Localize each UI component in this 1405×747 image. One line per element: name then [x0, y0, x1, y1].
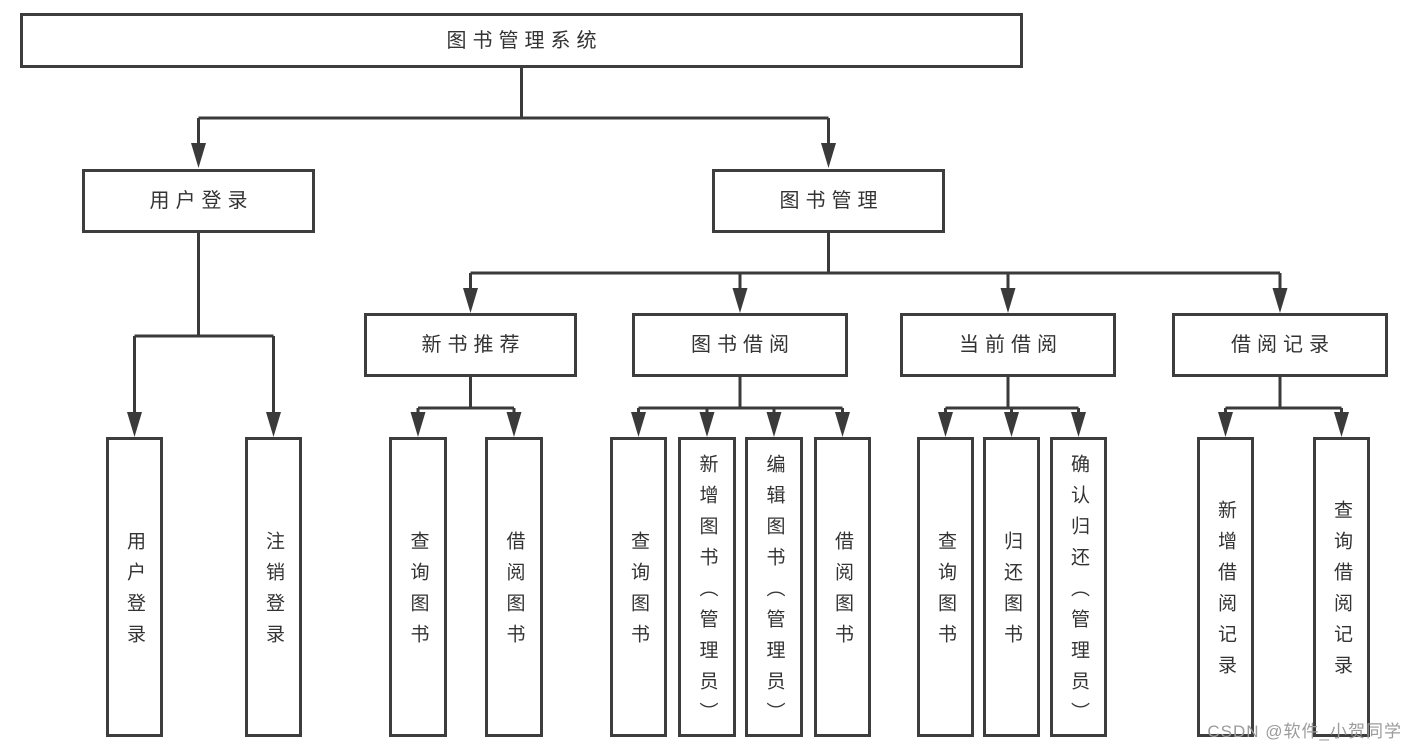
- arrowhead-icon: [631, 412, 646, 437]
- node-label: 用户登录: [149, 190, 254, 212]
- leaf-newbook-query-books: 查询图书: [389, 437, 447, 737]
- node-book-management: 图书管理: [712, 169, 945, 233]
- arrowhead-icon: [699, 412, 715, 437]
- arrowhead-icon: [410, 412, 426, 437]
- arrowhead-icon: [1071, 412, 1086, 437]
- node-library-management-system: 图书管理系统: [20, 13, 1023, 68]
- node-label: 查询借阅记录: [1331, 500, 1352, 686]
- node-user-login: 用户登录: [82, 169, 315, 233]
- arrowhead-icon: [821, 143, 836, 168]
- node-label: 借阅图书: [503, 531, 525, 655]
- node-label: 注销登录: [263, 531, 284, 655]
- node-label: 新增图书（管理员）: [696, 453, 718, 733]
- arrowhead-icon: [835, 412, 850, 437]
- leaf-borrow-borrow-books: 借阅图书: [814, 437, 871, 737]
- node-label: 借阅图书: [832, 531, 853, 655]
- node-book-borrowing: 图书借阅: [632, 313, 848, 377]
- node-label: 新增借阅记录: [1215, 500, 1236, 686]
- leaf-logout: 注销登录: [245, 437, 302, 737]
- leaf-current-confirm-return-admin: 确认归还（管理员）: [1050, 437, 1107, 737]
- node-label: 归还图书: [1001, 531, 1022, 655]
- arrowhead-icon: [191, 143, 206, 168]
- leaf-borrow-query-books: 查询图书: [610, 437, 667, 737]
- node-label: 查询图书: [407, 531, 429, 655]
- connector-new-book-branch: [410, 377, 522, 437]
- leaf-borrow-edit-books-admin: 编辑图书（管理员）: [745, 437, 803, 737]
- leaf-current-return-books: 归还图书: [983, 437, 1040, 737]
- connector-current-borrowing-branch: [938, 377, 1086, 437]
- arrowhead-icon: [127, 412, 142, 437]
- node-label: 当前借阅: [959, 334, 1063, 356]
- leaf-records-query-record: 查询借阅记录: [1313, 437, 1370, 737]
- arrowhead-icon: [732, 288, 748, 313]
- node-label: 用户登录: [124, 531, 145, 655]
- node-label: 借阅记录: [1231, 334, 1335, 356]
- arrowhead-icon: [1004, 412, 1019, 437]
- node-borrowing-records: 借阅记录: [1172, 313, 1388, 377]
- arrowhead-icon: [1000, 288, 1016, 313]
- arrowhead-icon: [266, 412, 281, 437]
- node-label: 图书管理: [779, 190, 884, 212]
- connector-root-branch: [191, 68, 836, 168]
- node-label: 查询图书: [935, 531, 956, 655]
- node-current-borrowing: 当前借阅: [900, 313, 1116, 377]
- connector-user-login-branch: [127, 233, 281, 437]
- leaf-newbook-borrow-books: 借阅图书: [485, 437, 543, 737]
- node-new-book-recommend: 新书推荐: [364, 313, 577, 377]
- node-label: 编辑图书（管理员）: [763, 453, 785, 733]
- node-label: 确认归还（管理员）: [1068, 453, 1089, 733]
- leaf-current-query-books: 查询图书: [917, 437, 974, 737]
- arrowhead-icon: [938, 412, 953, 437]
- arrowhead-icon: [463, 288, 478, 313]
- arrowhead-icon: [1334, 412, 1349, 437]
- arrowhead-icon: [766, 412, 782, 437]
- watermark: CSDN @软件_小贺同学: [1207, 722, 1402, 741]
- node-label: 新书推荐: [421, 334, 526, 356]
- leaf-records-add-record: 新增借阅记录: [1197, 437, 1254, 737]
- node-label: 查询图书: [628, 531, 649, 655]
- connector-book-borrowing-branch: [631, 377, 850, 437]
- connector-book-management-branch: [463, 233, 1288, 313]
- arrowhead-icon: [1218, 412, 1233, 437]
- node-label: 图书管理系统: [446, 29, 603, 52]
- connector-borrowing-records-branch: [1218, 377, 1349, 437]
- leaf-borrow-add-books-admin: 新增图书（管理员）: [678, 437, 736, 737]
- node-label: 图书借阅: [691, 334, 795, 356]
- arrowhead-icon: [1272, 288, 1288, 313]
- arrowhead-icon: [506, 412, 522, 437]
- leaf-user-login: 用户登录: [106, 437, 163, 737]
